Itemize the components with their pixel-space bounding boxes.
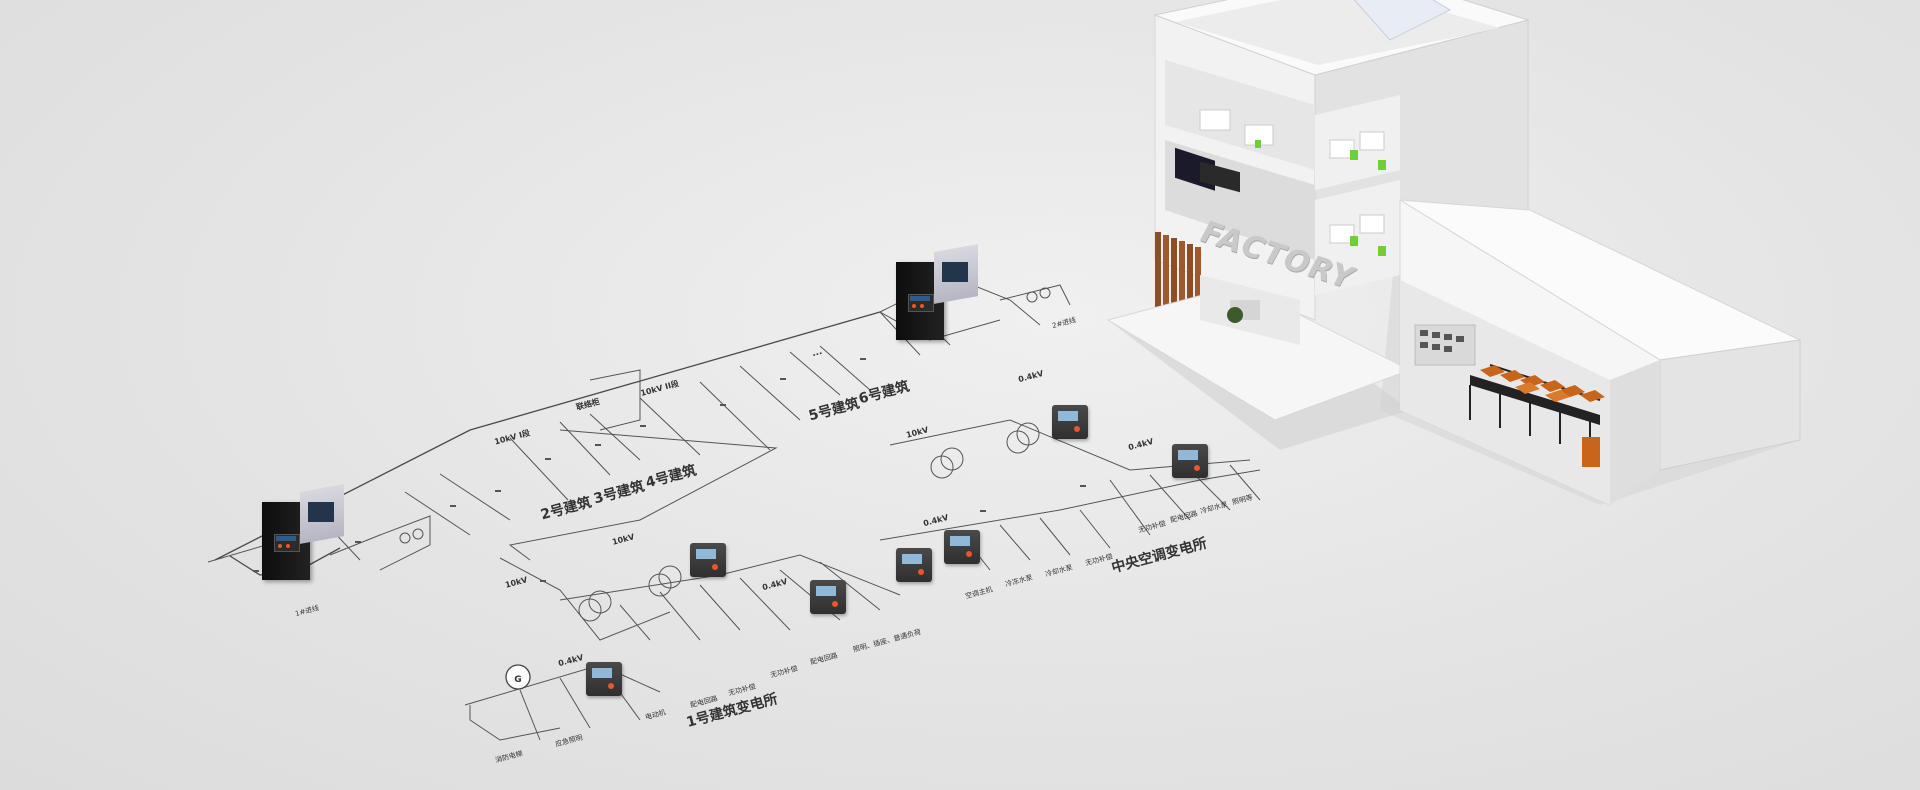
meter-3[interactable] (586, 662, 622, 696)
meter-4[interactable] (896, 548, 932, 582)
meter-1[interactable] (690, 543, 726, 577)
meter-2[interactable] (810, 580, 846, 614)
cabinet-right[interactable] (896, 244, 978, 340)
generator-icon (505, 664, 531, 690)
cabinet-left[interactable] (262, 484, 344, 580)
feeders-main (329, 311, 1001, 561)
generator-block: G (464, 664, 661, 741)
generator-symbol: G (514, 675, 521, 685)
control-panel (1414, 324, 1476, 366)
meter-6[interactable] (1052, 405, 1088, 439)
meter-5[interactable] (944, 530, 980, 564)
substation-1 (499, 554, 901, 641)
wood-slats (1155, 232, 1201, 337)
meter-7[interactable] (1172, 444, 1208, 478)
production-line (1469, 364, 1605, 467)
hvac-substation (879, 419, 1261, 571)
